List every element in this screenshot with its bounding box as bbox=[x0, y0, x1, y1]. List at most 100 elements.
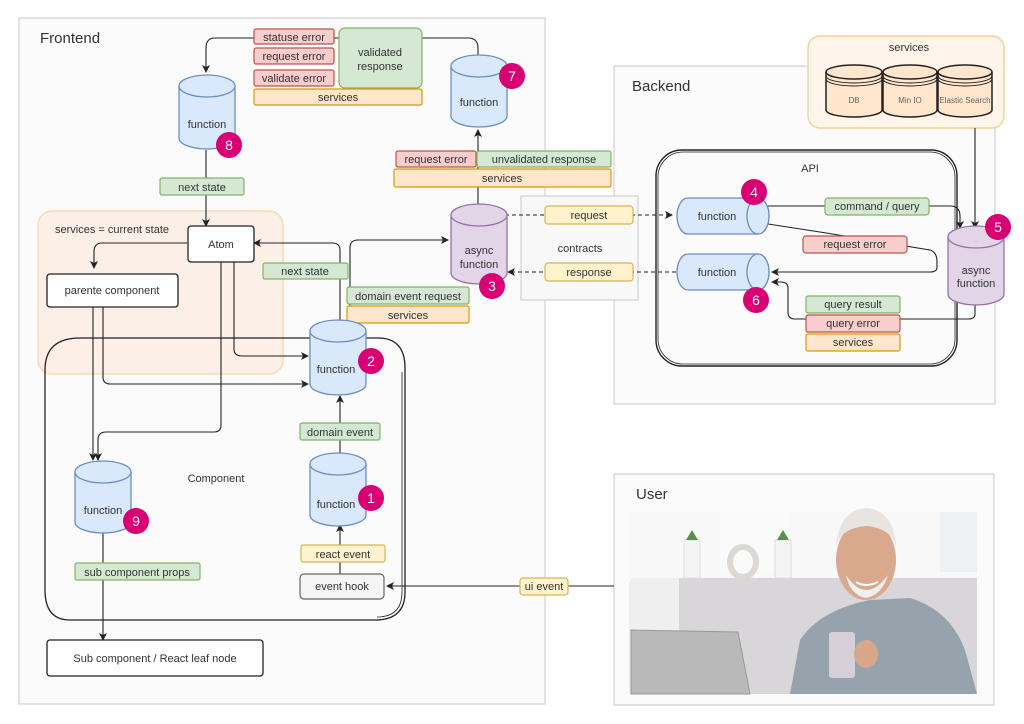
parent-component-text: parente component bbox=[65, 285, 160, 297]
step-badge-2-text: 2 bbox=[367, 353, 375, 369]
user-photo bbox=[629, 508, 977, 695]
request-error-text: request error bbox=[263, 51, 326, 63]
api-label: API bbox=[801, 163, 819, 175]
unvalidated-response-tag bbox=[476, 150, 612, 168]
command-query-text: command / query bbox=[835, 201, 920, 213]
services-text: services bbox=[388, 310, 429, 322]
elastic-search-label: Elastic Search bbox=[939, 96, 990, 105]
request-error-tag bbox=[395, 150, 477, 168]
response-text: response bbox=[566, 267, 611, 279]
request-contract-tag[interactable]: request bbox=[544, 205, 634, 225]
function-1-label: function bbox=[317, 499, 356, 511]
function-2[interactable]: function 2 bbox=[309, 319, 384, 396]
parent-component-node[interactable]: parente component bbox=[46, 273, 179, 308]
function-6[interactable]: function 6 bbox=[676, 253, 770, 313]
function-7[interactable]: function 7 bbox=[450, 54, 525, 128]
request-error-text: request error bbox=[405, 154, 468, 166]
query-result-tag bbox=[805, 295, 901, 314]
services-tag bbox=[253, 88, 423, 106]
validated-response-tag bbox=[338, 27, 423, 89]
ui-event-text: ui event bbox=[525, 581, 564, 593]
next-state-text: next state bbox=[178, 182, 226, 194]
step-badge-2 bbox=[358, 348, 384, 374]
services-store-group: services DB Min IO Elastic Search bbox=[807, 35, 1005, 129]
statuse-error-tag bbox=[253, 28, 335, 45]
atom-text: Atom bbox=[208, 239, 234, 251]
component-container: Component bbox=[44, 337, 406, 621]
step-badge-7-text: 7 bbox=[508, 68, 516, 84]
function-1[interactable]: function 1 bbox=[309, 452, 384, 527]
command-query-tag: command / query bbox=[824, 197, 930, 216]
atom-node[interactable]: Atom bbox=[187, 225, 255, 263]
minio-store[interactable]: Min IO bbox=[882, 64, 938, 118]
function-8-label: function bbox=[188, 119, 227, 131]
function-4[interactable]: function 4 bbox=[676, 179, 770, 235]
async-function-5-label-2: function bbox=[957, 278, 996, 290]
function-4-label: function bbox=[698, 211, 737, 223]
function-7-label: function bbox=[460, 97, 499, 109]
step-badge-6 bbox=[743, 287, 769, 313]
next-state-tag-side: next state bbox=[262, 262, 349, 280]
unvalidated-response-tags: request error unvalidated response servi… bbox=[393, 150, 612, 188]
backend-title: Backend bbox=[632, 78, 690, 95]
step-badge-1-text: 1 bbox=[367, 490, 375, 506]
async-function-3-label-2: function bbox=[460, 259, 499, 271]
connectors bbox=[89, 37, 979, 641]
services-tag bbox=[346, 305, 470, 324]
sub-component-props-text: sub component props bbox=[84, 567, 190, 579]
function-9[interactable]: function 9 bbox=[74, 460, 149, 534]
step-badge-4 bbox=[741, 179, 767, 205]
response-contract-tag[interactable]: response bbox=[544, 262, 634, 282]
unvalidated-response-text: unvalidated response bbox=[492, 154, 597, 166]
function-8[interactable]: function 8 bbox=[178, 74, 242, 158]
step-badge-8 bbox=[216, 132, 242, 158]
query-error-tag bbox=[805, 314, 901, 333]
sub-component-props-tag: sub component props bbox=[74, 562, 201, 581]
elastic-search-store[interactable]: Elastic Search bbox=[937, 64, 993, 118]
request-text: request bbox=[571, 210, 608, 222]
step-badge-6-text: 6 bbox=[752, 292, 760, 308]
request-error-text: request error bbox=[824, 239, 887, 251]
domain-event-request-tag bbox=[346, 286, 470, 305]
step-badge-4-text: 4 bbox=[750, 184, 758, 200]
step-badge-3-text: 3 bbox=[488, 278, 496, 294]
sub-component-leaf-node[interactable]: Sub component / React leaf node bbox=[46, 639, 264, 677]
services-text: services bbox=[318, 92, 359, 104]
next-state-tag-top: next state bbox=[159, 177, 245, 196]
current-state-label: services = current state bbox=[55, 224, 169, 236]
request-error-tag bbox=[253, 47, 335, 65]
services-tag bbox=[805, 333, 901, 352]
domain-event-tag: domain event bbox=[299, 422, 381, 441]
validate-error-tag bbox=[253, 69, 335, 87]
minio-label: Min IO bbox=[898, 96, 922, 105]
function-2-label: function bbox=[317, 364, 356, 376]
component-label: Component bbox=[188, 473, 245, 485]
validated-response-tags: statuse error request error validate err… bbox=[253, 27, 423, 106]
query-error-text: query error bbox=[826, 318, 880, 330]
sub-component-leaf-text: Sub component / React leaf node bbox=[73, 653, 236, 665]
function-6-label: function bbox=[698, 267, 737, 279]
services-text: services bbox=[482, 173, 523, 185]
validate-error-text: validate error bbox=[262, 73, 327, 85]
async-function-3-label-1: async bbox=[465, 245, 494, 257]
step-badge-9-text: 9 bbox=[132, 513, 140, 529]
db-store[interactable]: DB bbox=[825, 64, 883, 118]
statuse-error-text: statuse error bbox=[263, 32, 325, 44]
async-function-5[interactable]: async function 5 bbox=[947, 214, 1011, 306]
event-hook-text: event hook bbox=[315, 581, 369, 593]
domain-event-request-tags: domain event request services bbox=[346, 286, 470, 324]
ui-event-tag: ui event bbox=[519, 577, 569, 596]
step-badge-9 bbox=[123, 508, 149, 534]
async-function-3[interactable]: async function 3 bbox=[450, 203, 508, 299]
query-result-tags: query result query error services bbox=[805, 295, 901, 352]
step-badge-8-text: 8 bbox=[225, 137, 233, 153]
validated-response-text-2: response bbox=[357, 61, 402, 73]
event-hook[interactable]: event hook bbox=[299, 573, 385, 600]
step-badge-7 bbox=[499, 63, 525, 89]
react-event-tag: react event bbox=[300, 544, 386, 563]
async-function-5-label-1: async bbox=[962, 265, 991, 277]
react-event-text: react event bbox=[316, 549, 370, 561]
services-tag bbox=[393, 168, 612, 188]
domain-event-request-text: domain event request bbox=[355, 291, 461, 303]
